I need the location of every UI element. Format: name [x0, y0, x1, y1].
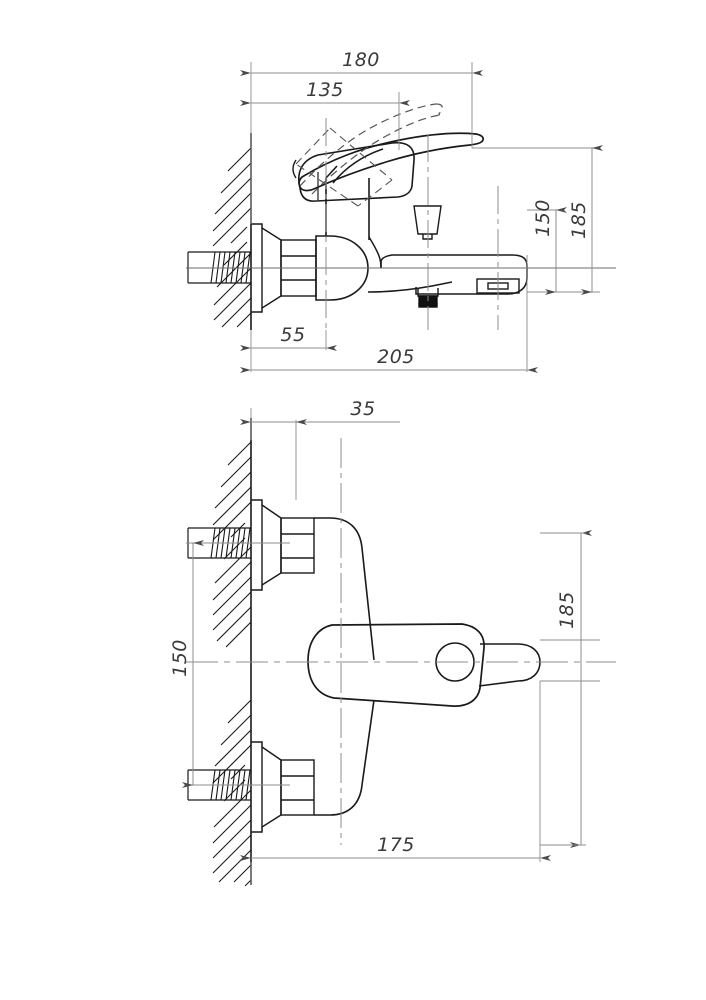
- dim-55: 55: [240, 324, 337, 351]
- dim-55-label: 55: [280, 324, 305, 346]
- dim-185-top: 185: [568, 145, 603, 295]
- side-elevation-view: [186, 103, 616, 330]
- dim-175-label: 175: [377, 834, 415, 856]
- dimensions-side-view: 180 135 185 150 55 205: [240, 49, 603, 373]
- spout-lower-front-top: [367, 281, 453, 293]
- dim-205: 205: [240, 346, 538, 373]
- front-elevation-view: [186, 418, 616, 887]
- drawing-groups: 180 135 185 150 55 205: [169, 49, 616, 887]
- dim-180: 180: [240, 49, 483, 76]
- dim-135: 135: [240, 79, 410, 106]
- cartridge-cap-top: [298, 141, 415, 202]
- hex-nut-upper: [280, 517, 315, 574]
- dim-35: 35: [240, 398, 375, 425]
- dim-185-bottom: 185: [540, 530, 592, 848]
- lever-handle-phantom-top: [299, 103, 443, 195]
- dim-35-label: 35: [350, 398, 375, 420]
- mixer-body-lower-profile: [314, 699, 375, 816]
- wall-hatching-bottom-upper: [212, 441, 252, 648]
- spout-upper-top: [380, 254, 528, 295]
- dim-175: 175: [240, 834, 551, 861]
- mixer-body-upper-profile: [314, 517, 375, 661]
- lever-handle-front: [307, 623, 485, 707]
- spout-lower-rear-top: [415, 287, 452, 295]
- hex-nut-lower: [280, 759, 315, 816]
- dim-150-bottom-label: 150: [169, 639, 191, 677]
- dim-185-bottom-label: 185: [556, 591, 578, 629]
- lever-handle-top: [298, 132, 485, 192]
- lever-handle-underline-top: [332, 148, 384, 184]
- lever-phantom-base-top: [295, 127, 393, 207]
- dim-150-top: 150: [532, 199, 567, 295]
- dim-205-label: 205: [377, 346, 415, 368]
- wall-hatching-bottom-lower: [212, 699, 252, 887]
- dimensions-front-view: 35 185 150 175: [169, 398, 600, 885]
- dim-135-label: 135: [306, 79, 344, 101]
- dim-150-top-label: 150: [532, 199, 554, 237]
- dim-185-top-label: 185: [568, 201, 590, 239]
- dim-180-label: 180: [342, 49, 380, 71]
- dim-150-bottom: 150: [169, 540, 204, 788]
- cartridge-cap-edge-top: [292, 159, 297, 179]
- wall-hatching-top: [212, 147, 252, 328]
